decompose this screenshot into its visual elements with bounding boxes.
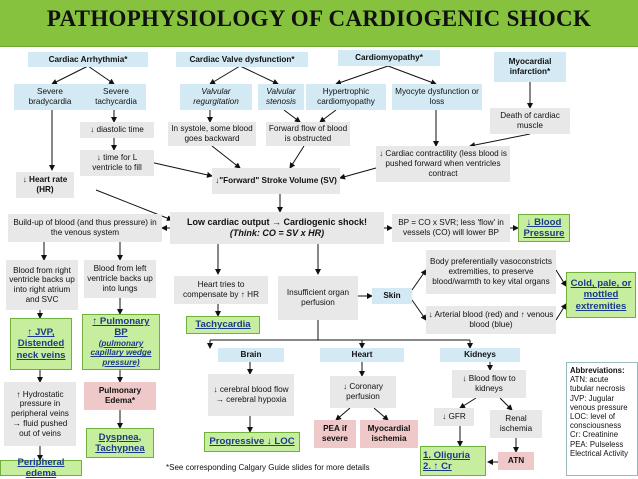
node-valvular-stenosis: Valvular stenosis [258, 84, 304, 110]
node-myocardial-ischemia: Myocardial ischemia [360, 420, 418, 448]
node-atn: ATN [498, 452, 534, 470]
node-decreased-contractility: ↓ Cardiac contractility (less blood is p… [376, 146, 510, 182]
node-progressive-loc: Progressive ↓ LOC [204, 432, 300, 452]
node-skin: Skin [372, 288, 412, 304]
node-valvular-regurgitation: Valvular regurgitation [180, 84, 252, 110]
node-renal-ischemia: Renal ischemia [490, 410, 542, 438]
node-hypertrophic-cardiomyopathy: Hypertrophic cardiomyopathy [306, 84, 386, 110]
node-hydrostatic-pressure: ↑ Hydrostatic pressure in peripheral vei… [4, 382, 76, 446]
node-heart: Heart [320, 348, 404, 362]
node-kidneys: Kidneys [440, 348, 520, 362]
node-brain: Brain [218, 348, 284, 362]
node-decreased-heart-rate: ↓ Heart rate (HR) [16, 172, 74, 198]
creatinine-label: 2. ↑ Cr [423, 461, 452, 472]
node-myocardial-infarction: Myocardial infarction* [494, 52, 566, 82]
abbreviation-atn: ATN: acute tubular necrosis [570, 375, 626, 394]
node-gfr: ↓ GFR [434, 408, 474, 426]
node-severe-bradycardia: Severe bradycardia [14, 84, 86, 110]
node-pulmonary-bp: ↑ Pulmonary BP (pulmonary capillary wedg… [82, 314, 160, 370]
node-venous-buildup: Build-up of blood (and thus pressure) in… [8, 214, 162, 242]
node-peripheral-edema: Peripheral edema [0, 457, 82, 479]
node-cold-extremities: Cold, pale, or mottled extremities [566, 272, 636, 318]
node-forward-stroke-volume: ↓"Forward" Stroke Volume (SV) [212, 168, 340, 194]
oliguria-label: 1. Oliguria [423, 449, 470, 461]
pulmonary-bp-subtext: (pulmonary capillary wedge pressure) [90, 338, 152, 368]
node-death-cardiac-muscle: Death of cardiac muscle [490, 108, 570, 134]
node-decreased-diastolic-time: ↓ diastolic time [80, 122, 154, 138]
node-low-cardiac-output: Low cardiac output → Cardiogenic shock! … [170, 212, 384, 244]
node-kidney-blood-flow: ↓ Blood flow to kidneys [452, 370, 526, 398]
page-title: PATHOPHYSIOLOGY OF CARDIOGENIC SHOCK [46, 6, 592, 31]
node-arterial-venous-blood: ↓ Arterial blood (red) and ↑ venous bloo… [426, 306, 556, 334]
node-lv-backup: Blood from left ventricle backs up into … [84, 260, 156, 298]
node-severe-tachycardia: Severe tachycardia [86, 84, 146, 110]
abbreviation-cr: Cr: Creatinine [570, 430, 619, 440]
node-pulmonary-edema: Pulmonary Edema* [84, 382, 156, 410]
node-valve-dysfunction: Cardiac Valve dysfunction* [176, 52, 308, 67]
low-co-formula-text: (Think: CO = SV x HR) [229, 228, 325, 238]
node-cardiac-arrhythmia: Cardiac Arrhythmia* [28, 52, 148, 67]
node-systole-backward: In systole, some blood goes backward [168, 122, 256, 146]
pulmonary-bp-label: ↑ Pulmonary BP [92, 316, 150, 339]
node-cardiomyopathy: Cardiomyopathy* [338, 50, 440, 66]
node-oliguria-cr: 1. Oliguria 2. ↑ Cr [420, 446, 486, 476]
node-lv-fill-time: ↓ time for L ventricle to fill [80, 150, 154, 176]
node-tachycardia: Tachycardia [186, 316, 260, 334]
node-insufficient-perfusion: Insufficient organ perfusion [278, 276, 358, 320]
node-heart-tries-compensate: Heart tries to compensate by ↑ HR [174, 276, 268, 304]
node-coronary-perfusion: ↓ Coronary perfusion [330, 376, 396, 408]
footnote: *See corresponding Calgary Guide slides … [166, 463, 370, 472]
node-rv-backup: Blood from right ventricle backs up into… [6, 260, 78, 310]
node-jvp: ↑ JVP, Distended neck veins [10, 318, 72, 370]
node-pea: PEA if severe [314, 420, 356, 448]
abbreviation-loc: LOC: level of consciousness [570, 411, 622, 431]
node-myocyte-dysfunction: Myocyte dysfunction or loss [392, 84, 482, 110]
abbreviations-heading: Abbreviations: [570, 366, 625, 375]
node-vasoconstriction: Body preferentially vasoconstricts extre… [426, 250, 556, 294]
abbreviations-box: Abbreviations: ATN: acute tubular necros… [566, 362, 638, 476]
abbreviation-pea: PEA: Pulseless Electrical Activity [570, 439, 629, 458]
node-cerebral-blood-flow: ↓ cerebral blood flow → cerebral hypoxia [208, 374, 294, 416]
node-decreased-bp: ↓ Blood Pressure [518, 214, 570, 242]
abbreviation-jvp: JVP: Jugular venous pressure [570, 393, 628, 412]
node-dyspnea-tachypnea: Dyspnea, Tachypnea [86, 428, 154, 458]
node-forward-flow-obstructed: Forward flow of blood is obstructed [266, 122, 350, 146]
node-bp-formula: BP = CO x SVR; less 'flow' in vessels (C… [392, 214, 510, 242]
low-co-main-text: Low cardiac output → Cardiogenic shock! [186, 217, 368, 228]
title-banner [0, 0, 638, 47]
